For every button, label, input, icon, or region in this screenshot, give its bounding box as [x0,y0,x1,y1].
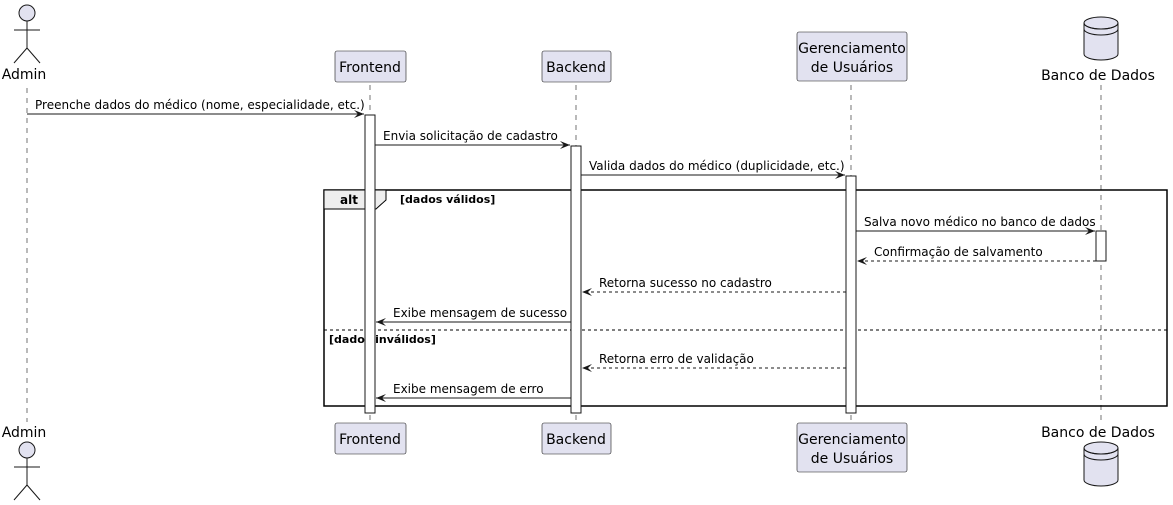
message-label: Confirmação de salvamento [874,245,1043,259]
activations [364,114,1107,414]
alt-condition-invalid: [dados inválidos] [329,333,436,346]
participant-label-frontend: Frontend [339,60,401,76]
message-2: Envia solicitação de cadastro [375,129,570,149]
message-6: Retorna sucesso no cadastro [582,276,846,296]
message-3: Valida dados do médico (duplicidade, etc… [581,159,845,179]
participant-gerenciamento-bottom: Gerenciamento de Usuários [796,422,908,473]
participant-banco-bottom: Banco de Dados [1041,425,1155,487]
participant-label-backend: Backend [546,60,606,76]
message-label: Salva novo médico no banco de dados [864,215,1096,229]
participant-label-admin: Admin [2,425,47,441]
participant-frontend-bottom: Frontend [334,422,407,455]
activation-gerenciamento [845,175,857,414]
activation-banco [1095,230,1107,262]
message-9: Exibe mensagem de erro [376,382,571,402]
actor-admin-top: Admin [2,4,47,83]
database-icon [1083,16,1119,61]
participants-top: Admin Frontend Backend Gerenciamento de … [2,4,1155,84]
participant-label-gerenciamento-2: de Usuários [811,60,893,76]
message-1: Preenche dados do médico (nome, especial… [27,98,365,118]
actor-admin-bottom: Admin [2,425,47,501]
participant-gerenciamento-top: Gerenciamento de Usuários [796,31,908,82]
activation-backend [570,145,582,414]
participant-label-gerenciamento-1: Gerenciamento [798,41,906,57]
actor-icon [13,4,41,64]
alt-condition-valid: [dados válidos] [400,193,495,206]
alt-keyword: alt [340,193,358,207]
participant-frontend-top: Frontend [334,50,407,83]
database-icon [1083,441,1119,487]
participant-banco-top: Banco de Dados [1041,16,1155,84]
participant-label-admin: Admin [2,67,47,83]
participant-label-gerenciamento-2: de Usuários [811,451,893,467]
message-8: Retorna erro de validação [582,352,846,372]
messages: Preenche dados do médico (nome, especial… [27,98,1096,402]
message-label: Retorna sucesso no cadastro [599,276,772,290]
participant-label-gerenciamento-1: Gerenciamento [798,432,906,448]
message-4: Salva novo médico no banco de dados [856,215,1096,235]
actor-icon [13,441,41,501]
alt-fragment-frame [323,189,1168,407]
participant-label-banco: Banco de Dados [1041,68,1155,84]
participants-bottom: Admin Frontend Backend Gerenciamento de … [2,422,1155,501]
participant-backend-top: Backend [541,50,612,83]
participant-backend-bottom: Backend [541,422,612,455]
message-label: Envia solicitação de cadastro [383,129,558,143]
message-label: Preenche dados do médico (nome, especial… [35,98,365,112]
participant-label-frontend: Frontend [339,432,401,448]
message-label: Exibe mensagem de sucesso [393,306,567,320]
participant-label-backend: Backend [546,432,606,448]
message-label: Retorna erro de validação [599,352,754,366]
activation-frontend [364,114,376,414]
participant-label-banco: Banco de Dados [1041,425,1155,441]
message-label: Valida dados do médico (duplicidade, etc… [589,159,845,173]
message-label: Exibe mensagem de erro [393,382,544,396]
message-5: Confirmação de salvamento [857,245,1096,265]
alt-fragment: alt [dados válidos] [dados inválidos] [323,189,1168,407]
message-7: Exibe mensagem de sucesso [376,306,571,326]
